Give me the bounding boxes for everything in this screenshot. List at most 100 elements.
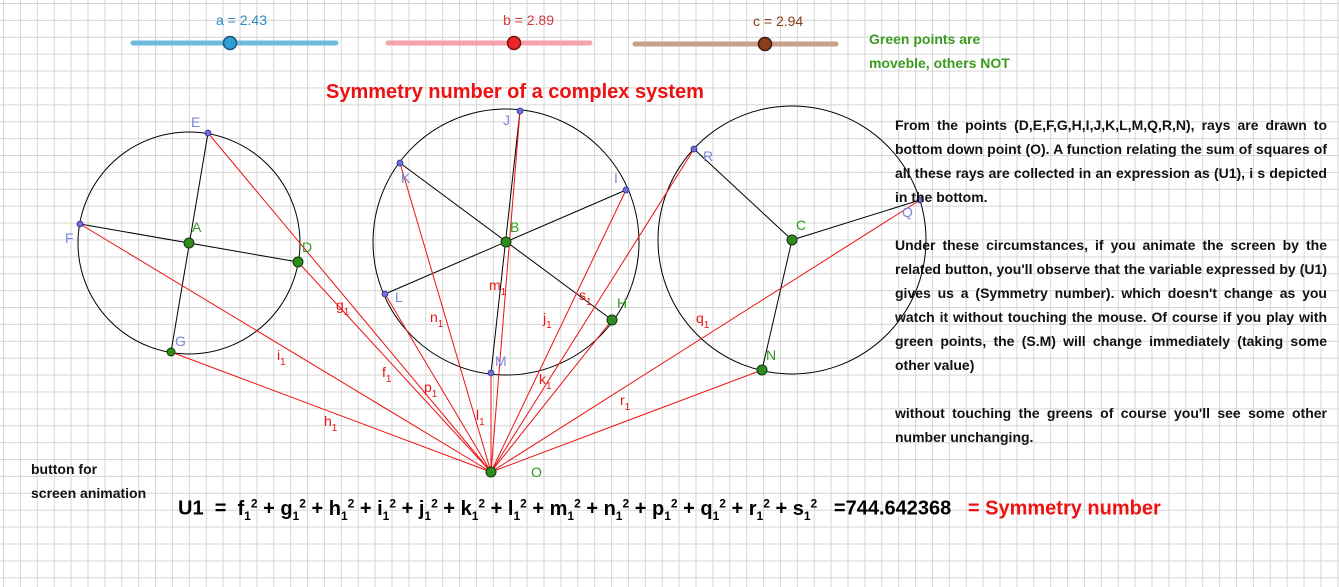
- slider-c[interactable]: [632, 36, 839, 52]
- ray-label-h: h1: [324, 413, 338, 434]
- label-f: F: [65, 230, 74, 246]
- formula-term-f: f12: [237, 496, 257, 523]
- point-o[interactable]: [485, 466, 497, 478]
- formula-term-j: j12: [419, 496, 438, 523]
- point-b[interactable]: [500, 236, 512, 248]
- formula-term-m: m12: [549, 496, 581, 523]
- formula-term-power: 2: [431, 496, 438, 510]
- formula-plus: +: [257, 497, 281, 520]
- animation-button[interactable]: button for screen animation: [31, 457, 146, 505]
- circle-c: [657, 105, 927, 375]
- label-k: K: [401, 170, 411, 186]
- point-m: [487, 369, 495, 377]
- formula-term-power: 2: [299, 496, 306, 510]
- slider-a-label: a = 2.43: [216, 12, 267, 28]
- point-i: [622, 186, 630, 194]
- slider-c-knob[interactable]: [757, 36, 773, 52]
- slider-a[interactable]: [130, 35, 339, 51]
- animation-button-line-2: screen animation: [31, 485, 147, 501]
- rays: [79, 110, 921, 473]
- segment-qc: [791, 199, 921, 241]
- point-f: [76, 220, 84, 228]
- formula-term-power: 2: [670, 496, 678, 510]
- label-i: I: [614, 170, 618, 186]
- formula-terms: f12 + g12 + h12 + i12 + j12 + k12 + l12 …: [237, 496, 818, 523]
- formula-term-k: k12: [461, 496, 486, 523]
- slider-a-knob[interactable]: [222, 35, 238, 51]
- formula-term-l: l12: [508, 496, 527, 523]
- formula-lhs: U1: [178, 497, 204, 520]
- ray-label-l: l1: [476, 407, 485, 428]
- point-a[interactable]: [183, 237, 195, 249]
- formula-term-h: h12: [328, 496, 355, 523]
- symmetry-number-label: = Symmetry number: [967, 497, 1161, 520]
- formula-term-subscript: 1: [712, 508, 720, 523]
- formula-term-base: i: [377, 497, 383, 520]
- formula-plus: +: [580, 497, 604, 520]
- point-h[interactable]: [606, 314, 618, 326]
- formula-term-power: 2: [810, 496, 818, 510]
- ray-f: [79, 223, 492, 473]
- formula-term-r: r12: [749, 496, 770, 523]
- formula-term-power: 2: [622, 496, 630, 510]
- segment-cn: [761, 239, 793, 371]
- formula-term-subscript: 1: [803, 508, 811, 523]
- formula-term-subscript: 1: [664, 508, 671, 523]
- formula-term-i: i12: [377, 496, 396, 523]
- ray-i: [490, 189, 627, 473]
- ray-label-f: f1: [382, 364, 392, 385]
- formula-term-base: m: [549, 497, 568, 520]
- ray-k: [399, 162, 492, 473]
- point-d[interactable]: [292, 256, 304, 268]
- formula-plus: +: [485, 497, 508, 520]
- formula-term-power: 2: [763, 496, 770, 510]
- ray-n: [490, 369, 763, 473]
- formula-plus: +: [526, 497, 550, 520]
- point-q: [916, 196, 924, 204]
- formula-term-base: h: [328, 497, 341, 520]
- label-e: E: [191, 114, 200, 130]
- formula-term-subscript: 1: [340, 508, 348, 523]
- formula-plus: +: [769, 497, 793, 520]
- formula-term-base: f: [237, 497, 245, 520]
- slider-b-knob[interactable]: [506, 35, 522, 51]
- point-j: [516, 107, 524, 115]
- formula-term-subscript: 1: [513, 508, 521, 523]
- point-e: [204, 129, 212, 137]
- point-r: [690, 145, 698, 153]
- u1-formula: U1 = f12 + g12 + h12 + i12 + j12 + k12 +…: [178, 496, 1161, 523]
- formula-term-subscript: 1: [382, 508, 390, 523]
- animation-button-line-1: button for: [31, 461, 98, 477]
- formula-term-subscript: 1: [615, 508, 623, 523]
- formula-term-subscript: 1: [424, 508, 432, 523]
- ray-label-r: r1: [620, 392, 631, 413]
- label-l: L: [395, 289, 403, 305]
- formula-term-subscript: 1: [244, 508, 251, 523]
- ray-label-s: s1: [579, 287, 592, 308]
- point-g[interactable]: [166, 347, 176, 357]
- slider-c-label: c = 2.94: [753, 13, 804, 29]
- slider-b[interactable]: [385, 35, 593, 51]
- point-l: [381, 290, 389, 298]
- formula-term-power: 2: [478, 496, 486, 510]
- point-c[interactable]: [786, 234, 798, 246]
- formula-term-subscript: 1: [292, 508, 300, 523]
- ray-j: [490, 110, 521, 473]
- ray-label-m: m1: [489, 277, 507, 298]
- label-g: G: [175, 333, 186, 349]
- formula-term-s: s12: [793, 496, 818, 523]
- formula-plus: +: [354, 497, 378, 520]
- ray-q: [490, 199, 921, 473]
- formula-plus: +: [396, 497, 419, 520]
- label-q: Q: [902, 204, 913, 220]
- ray-label-p: p1: [424, 379, 438, 400]
- formula-term-base: p: [651, 497, 665, 520]
- description-text: From the points (D,E,F,G,H,I,J,K,L,M,Q,R…: [895, 113, 1327, 449]
- ray-r: [490, 148, 695, 473]
- formula-plus: +: [629, 497, 652, 520]
- formula-term-base: g: [280, 497, 293, 520]
- ray-l: [384, 293, 492, 473]
- point-n[interactable]: [756, 364, 768, 376]
- ray-label-k: k1: [539, 371, 552, 392]
